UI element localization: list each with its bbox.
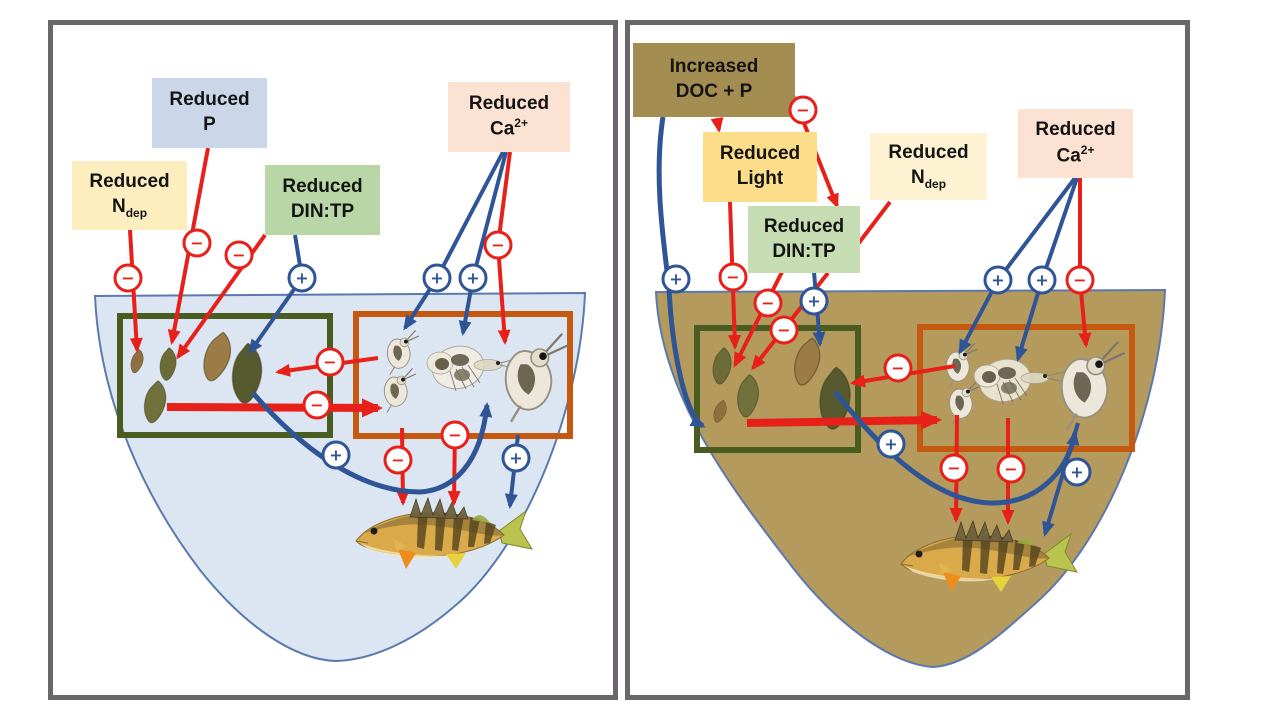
driver-box-reduced-ndep: Reduced Ndep [870,133,987,200]
minus-badge: − [883,353,913,383]
driver-box-reduced-ndep: Reduced Ndep [72,161,187,230]
minus-badge: − [939,453,969,483]
driver-line1: Reduced [763,215,845,237]
minus-badge: − [1065,265,1095,295]
plus-badge: + [422,263,452,293]
driver-line2: Ndep [910,166,947,191]
arrow-phyto-to-zoo-thick [166,398,383,418]
minus-badge: − [302,390,332,420]
minus-badge: − [440,420,470,450]
plus-badge: + [876,429,906,459]
minus-badge: − [113,263,143,293]
plus-badge: + [458,263,488,293]
arrow-bigdaphnia-to-fish [1042,422,1080,537]
arrow-phyto-to-zoo-thick [746,410,942,430]
minus-badge: − [224,240,254,270]
brown-lake-panel: Increased DOC + P Reduced Light Reduced … [625,20,1190,700]
minus-badge: − [753,288,783,318]
driver-line2: Ndep [111,195,148,220]
plus-badge: + [1027,265,1057,295]
minus-badge: − [483,230,513,260]
clear-lake-panel: Reduced Ndep Reduced P Reduced DIN:TP Re… [48,20,618,700]
driver-line1: Reduced [888,141,969,163]
brown-lake-water [654,288,1167,669]
driver-line2: Light [736,168,784,189]
arrow-phyto-to-bigdaphnia-curve [251,391,493,495]
driver-line1: Reduced [1035,119,1116,141]
driver-line1: Reduced [468,92,550,114]
plus-badge: + [501,443,531,473]
plus-badge: + [983,265,1013,295]
minus-badge: − [769,315,799,345]
minus-badge: − [182,228,212,258]
driver-box-increased-doc-p: Increased DOC + P [633,43,795,117]
arrow-dintp-to-phyto-a [733,269,785,368]
driver-line2: Ca2+ [1056,142,1095,167]
driver-line1: Reduced [282,176,363,198]
driver-box-reduced-p: Reduced P [152,78,267,148]
minus-badge: − [383,445,413,475]
driver-box-reduced-dintp: Reduced DIN:TP [265,165,380,235]
driver-line1: Increased [669,56,759,78]
driver-line2: DOC + P [675,81,753,102]
driver-box-reduced-dintp: Reduced DIN:TP [748,206,860,273]
plus-badge: + [1062,457,1092,487]
driver-box-reduced-light: Reduced Light [703,132,817,202]
arrow-doc-to-light [710,117,724,133]
plus-badge: + [287,263,317,293]
left-panel-border [48,20,618,700]
plus-badge: + [799,286,829,316]
minus-badge: − [315,347,345,377]
connector-ndep-to-dintp [853,200,892,250]
driver-line2: DIN:TP [290,201,355,222]
arrow-phyto-to-bigdaphnia-curve [833,390,1080,506]
minus-badge: − [788,95,818,125]
driver-line2: Ca2+ [490,116,528,140]
driver-line2: P [203,114,216,135]
right-panel-border [625,20,1190,700]
driver-line2: DIN:TP [772,240,836,262]
driver-box-reduced-ca: Reduced Ca2+ [1018,109,1133,178]
driver-line1: Reduced [89,170,170,192]
driver-line1: Reduced [719,143,801,165]
minus-badge: − [718,262,748,292]
driver-box-reduced-ca: Reduced Ca2+ [448,82,570,152]
minus-badge: − [996,454,1026,484]
driver-line1: Reduced [169,89,250,111]
plus-badge: + [321,440,351,470]
plus-badge: + [661,264,691,294]
